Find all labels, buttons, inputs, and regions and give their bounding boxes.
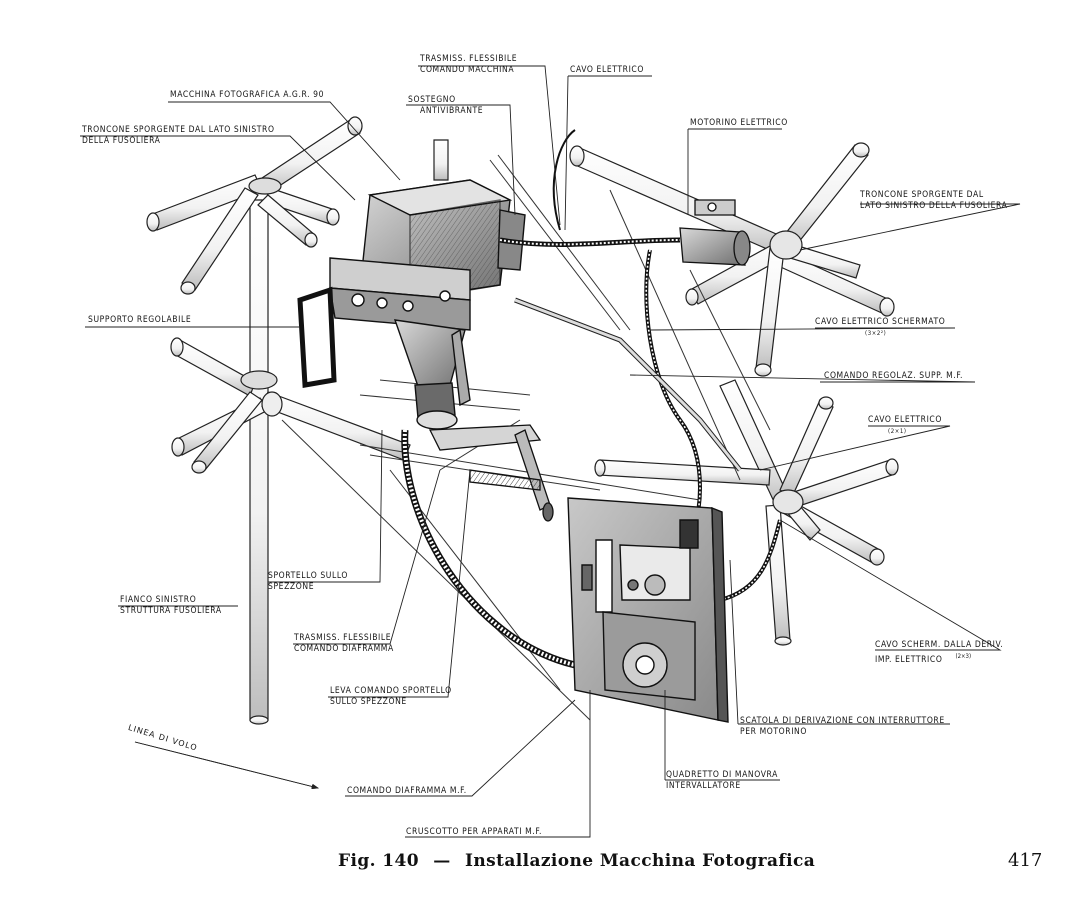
label-cable-right: CAVO ELETTRICO (2×1) — [868, 415, 942, 435]
label-intervalometer-panel: QUADRETTO DI MANOVRA INTERVALLATORE — [666, 770, 778, 791]
page-number: 417 — [1008, 850, 1043, 871]
label-left-stub: TRONCONE SPORGENTE DAL LATO SINISTRO DEL… — [82, 125, 275, 146]
label-hatch: SPORTELLO SULLO SPEZZONE — [268, 571, 349, 592]
caption-dash: — — [433, 851, 451, 871]
label-dashboard: CRUSCOTTO PER APPARATI M.F. — [406, 827, 543, 837]
label-flex-camera-transmission: TRASMISS. FLESSIBILE COMANDO MACCHINA — [420, 54, 518, 75]
left-fuselage-structure — [146, 116, 449, 725]
label-shielded-cable: CAVO ELETTRICO SCHERMATO (3×2²) — [815, 317, 946, 337]
label-diaphragm-control: COMANDO DIAFRAMMA M.F. — [347, 786, 467, 796]
label-antivibration-mount: SOSTEGNO ANTIVIBRANTE — [408, 95, 484, 116]
camera-body — [297, 179, 526, 430]
leader-lines — [80, 65, 1021, 838]
label-left-flank: FIANCO SINISTRO STRUTTURA FUSOLIERA — [120, 595, 222, 616]
figure-caption: Fig. 140 — Installazione Macchina Fotogr… — [338, 851, 823, 871]
label-camera: MACCHINA FOTOGRAFICA A.G.R. 90 — [170, 90, 325, 100]
label-cable-top: CAVO ELETTRICO — [570, 65, 644, 75]
figure-number: Fig. 140 — [338, 851, 419, 871]
label-hatch-lever: LEVA COMANDO SPORTELLO SULLO SPEZZONE — [330, 686, 452, 707]
label-right-stub: TRONCONE SPORGENTE DAL LATO SINISTRO DEL… — [860, 190, 1008, 211]
control-dashboard — [567, 497, 729, 723]
label-electric-motor: MOTORINO ELETTRICO — [690, 118, 788, 128]
label-adjustable-support: SUPPORTO REGOLABILE — [88, 315, 192, 325]
figure-title: Installazione Macchina Fotografica — [465, 851, 816, 871]
label-flex-diaphragm-transmission: TRASMISS. FLESSIBILE COMANDO DIAFRAMMA — [294, 633, 394, 654]
electric-motor — [679, 199, 751, 266]
label-support-adjust-control: COMANDO REGOLAZ. SUPP. M.F. — [824, 371, 964, 381]
right-fuselage-structure — [569, 142, 899, 646]
label-junction-box: SCATOLA DI DERIVAZIONE CON INTERRUTTORE … — [740, 716, 945, 737]
label-shielded-derivation-cable: CAVO SCHERM. DALLA DERIV. IMP. ELETTRICO… — [875, 640, 1004, 665]
diaphragm-lever — [428, 424, 554, 522]
